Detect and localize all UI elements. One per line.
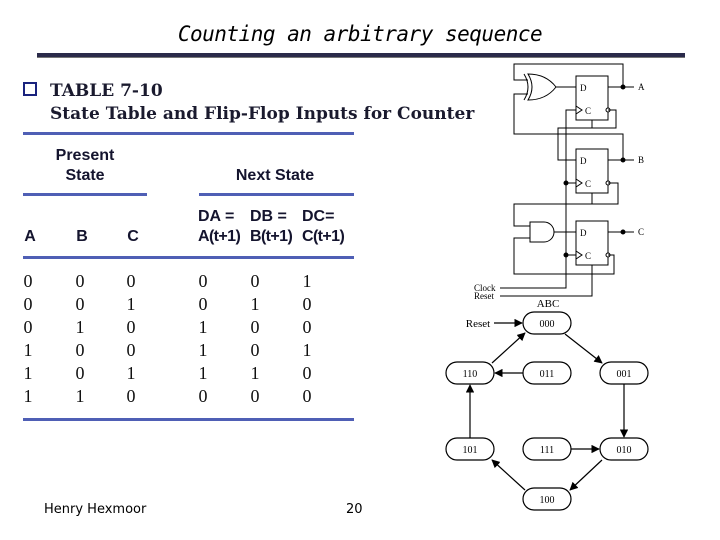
state-000-node bbox=[522, 311, 572, 335]
cell-r4-dc: 1 bbox=[302, 340, 312, 360]
cell-r4-c: 0 bbox=[126, 340, 136, 360]
cell-r3-c: 0 bbox=[126, 317, 136, 337]
cell-r1-b: 0 bbox=[75, 271, 85, 291]
cell-r3-dc: 0 bbox=[302, 317, 312, 337]
cell-r3-da: 1 bbox=[198, 317, 208, 337]
cell-r4-a: 1 bbox=[23, 340, 33, 360]
flip-flop-c bbox=[575, 220, 609, 266]
cell-r1-db: 0 bbox=[250, 271, 260, 291]
transition-010-100 bbox=[569, 459, 603, 491]
xor-gate-icon bbox=[523, 73, 576, 101]
ff-c-d-label: D bbox=[580, 228, 587, 238]
transition-000-001 bbox=[564, 333, 603, 364]
state-diagram-header: ABC bbox=[537, 298, 560, 310]
next-state-rule bbox=[199, 193, 354, 196]
cell-r4-b: 0 bbox=[75, 340, 85, 360]
cell-r5-b: 0 bbox=[75, 363, 85, 383]
cell-r5-dc: 0 bbox=[302, 363, 312, 383]
state-111-label: 111 bbox=[540, 445, 554, 456]
ff-b-d-label: D bbox=[580, 156, 587, 166]
state-100-node bbox=[522, 487, 572, 511]
and-gate-icon bbox=[529, 221, 576, 243]
table-caption-number: TABLE 7-10 bbox=[50, 81, 163, 101]
table-caption: TABLE 7-10 State Table and Flip-Flop Inp… bbox=[50, 80, 474, 126]
cell-r2-dc: 0 bbox=[302, 294, 312, 314]
cell-r5-da: 1 bbox=[198, 363, 208, 383]
cell-r5-a: 1 bbox=[23, 363, 33, 383]
clock-label: Clock bbox=[474, 283, 496, 293]
ff-c-c-label: C bbox=[585, 251, 591, 261]
cell-r2-a: 0 bbox=[23, 294, 33, 314]
state-110-node bbox=[445, 361, 495, 385]
output-a-label: A bbox=[638, 82, 645, 92]
table-bottom-rule bbox=[23, 418, 354, 421]
cell-r1-c: 0 bbox=[126, 271, 136, 291]
cell-r6-a: 1 bbox=[23, 386, 33, 406]
cell-r5-c: 1 bbox=[126, 363, 136, 383]
col-header-a: A bbox=[24, 228, 36, 245]
state-001-label: 001 bbox=[617, 369, 632, 380]
ff-a-c-label: C bbox=[585, 106, 591, 116]
state-000-label: 000 bbox=[540, 319, 555, 330]
cell-r6-dc: 0 bbox=[302, 386, 312, 406]
footer-author: Henry Hexmoor bbox=[44, 502, 147, 517]
ff-a-d-label: D bbox=[580, 83, 587, 93]
page-number: 20 bbox=[346, 502, 363, 517]
col-header-bt1: B(t+1) bbox=[250, 228, 293, 245]
state-011-label: 011 bbox=[540, 369, 555, 380]
cell-r6-da: 0 bbox=[198, 386, 208, 406]
cell-r6-c: 0 bbox=[126, 386, 136, 406]
state-110-label: 110 bbox=[463, 369, 478, 380]
col-header-ct1: C(t+1) bbox=[302, 228, 345, 245]
cell-r5-db: 1 bbox=[250, 363, 260, 383]
state-100-label: 100 bbox=[540, 495, 555, 506]
present-state-rule bbox=[23, 193, 147, 196]
slide-title: Counting an arbitrary sequence bbox=[177, 22, 543, 46]
cell-r1-da: 0 bbox=[198, 271, 208, 291]
transition-100-101 bbox=[491, 459, 526, 491]
present-state-header: Present State bbox=[55, 147, 115, 184]
cell-r6-b: 1 bbox=[75, 386, 85, 406]
cell-r2-b: 0 bbox=[75, 294, 85, 314]
state-diagram bbox=[445, 311, 649, 511]
cell-r6-db: 0 bbox=[250, 386, 260, 406]
header-bottom-rule bbox=[23, 256, 354, 259]
output-c-label: C bbox=[638, 227, 644, 237]
col-header-at1: A(t+1) bbox=[198, 228, 241, 245]
state-reset-label: Reset bbox=[466, 318, 490, 330]
state-010-node bbox=[599, 437, 649, 461]
col-header-dc: DC= bbox=[302, 208, 335, 225]
cell-r3-db: 0 bbox=[250, 317, 260, 337]
col-header-c: C bbox=[127, 228, 139, 245]
cell-r2-c: 1 bbox=[126, 294, 136, 314]
title-rule bbox=[37, 53, 685, 58]
col-header-da: DA = bbox=[198, 208, 235, 225]
cell-r2-da: 0 bbox=[198, 294, 208, 314]
ff-b-c-label: C bbox=[585, 179, 591, 189]
transition-110-000 bbox=[491, 332, 526, 364]
cell-r2-db: 1 bbox=[250, 294, 260, 314]
bullet-square-icon bbox=[23, 82, 37, 96]
cell-r3-b: 1 bbox=[75, 317, 85, 337]
state-010-label: 010 bbox=[617, 445, 632, 456]
table-caption-title: State Table and Flip-Flop Inputs for Cou… bbox=[50, 104, 475, 124]
circuit-reset-label: Reset bbox=[474, 291, 494, 301]
cell-r1-dc: 1 bbox=[302, 271, 312, 291]
cell-r1-a: 0 bbox=[23, 271, 33, 291]
cell-r4-da: 1 bbox=[198, 340, 208, 360]
cell-r3-a: 0 bbox=[23, 317, 33, 337]
table-top-rule bbox=[23, 132, 354, 135]
state-101-label: 101 bbox=[463, 445, 478, 456]
col-header-db: DB = bbox=[250, 208, 287, 225]
output-b-label: B bbox=[638, 155, 644, 165]
cell-r4-db: 0 bbox=[250, 340, 260, 360]
flip-flop-a bbox=[575, 75, 609, 121]
next-state-header: Next State bbox=[235, 167, 315, 184]
sequential-circuit bbox=[500, 63, 634, 297]
col-header-b: B bbox=[76, 228, 88, 245]
flip-flop-b bbox=[575, 148, 609, 194]
